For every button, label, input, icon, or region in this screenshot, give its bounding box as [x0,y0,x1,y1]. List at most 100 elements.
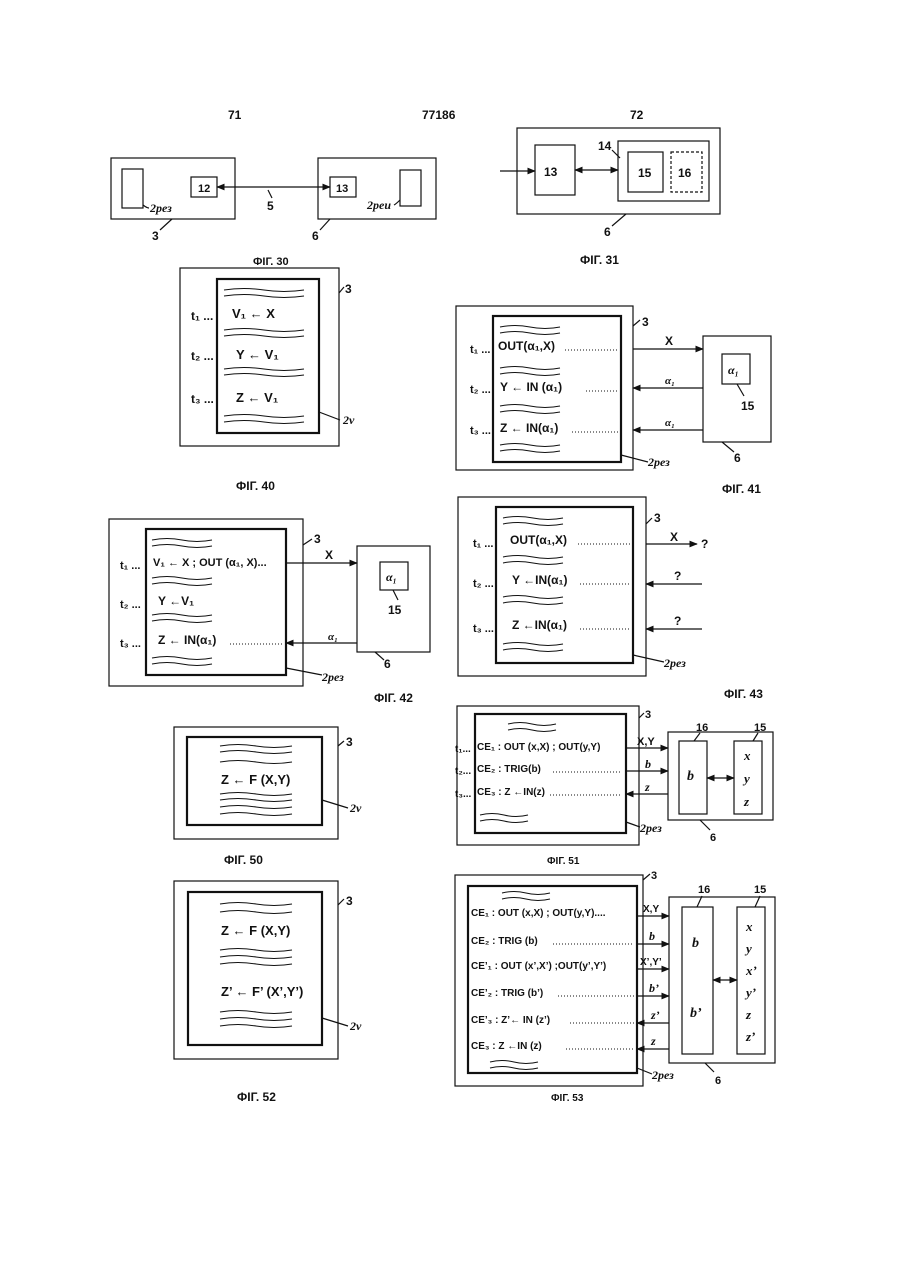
svg-text:13: 13 [336,183,348,195]
svg-text:3: 3 [645,709,651,721]
svg-text:16: 16 [698,884,710,896]
svg-text:t₁ ...: t₁ ... [191,309,213,323]
fig-40: t₁ ... V₁ ← X t₂ ... Y ← V₁ t₃ ... Z ← V… [180,268,355,493]
svg-text:α₁: α₁ [665,417,675,429]
svg-text:y’: y’ [744,985,756,1000]
svg-text:t₃ ...: t₃ ... [191,392,214,406]
svg-text:CE’₁ : OUT (x’,X’) ;OUT(y’,Y’): CE’₁ : OUT (x’,X’) ;OUT(y’,Y’) [471,961,606,972]
svg-text:X: X [670,530,678,544]
svg-text:3: 3 [152,229,159,243]
fig-52: Z ← F (X,Y) Z’ ← F’ (X’,Y’) 3 2v ФІГ. 52 [174,881,362,1104]
svg-text:16: 16 [696,722,708,734]
svg-text:?: ? [674,569,681,583]
svg-text:X: X [665,334,673,348]
svg-text:z: z [745,1007,752,1022]
svg-text:CE₃ : Z ←IN (z): CE₃ : Z ←IN (z) [471,1041,542,1052]
svg-text:t₂ ...: t₂ ... [473,578,494,590]
svg-text:CE₁ : OUT (x,X) ; OUT(y,Y)....: CE₁ : OUT (x,X) ; OUT(y,Y).... [471,908,606,919]
patent-number: 77186 [422,108,456,122]
svg-text:t₂ ...: t₂ ... [120,599,141,611]
svg-text:X,Y: X,Y [643,904,659,915]
svg-text:2рез: 2рез [321,670,344,684]
svg-text:2рез: 2рез [663,656,686,670]
fig50-caption: ФІГ. 50 [224,853,263,867]
svg-text:2v: 2v [349,801,362,815]
fig-50: Z ← F (X,Y) 3 2v ФІГ. 50 [174,727,362,867]
fig30-handwritten-right: 2реи [366,198,391,212]
svg-text:t₃ ...: t₃ ... [470,425,491,437]
svg-text:b’: b’ [649,981,659,995]
svg-text:5: 5 [267,199,274,213]
fig30-inner-rect-left [122,169,143,208]
svg-text:t₁ ...: t₁ ... [473,538,493,550]
svg-text:?: ? [701,537,708,551]
svg-text:t₃ ...: t₃ ... [473,623,494,635]
svg-text:V₁ ← X: V₁ ← X [232,306,275,321]
svg-text:z: z [644,780,650,794]
svg-text:15: 15 [388,603,402,617]
svg-text:Z ← IN(α₁): Z ← IN(α₁) [500,421,558,435]
svg-text:Z ←IN(α₁): Z ←IN(α₁) [512,618,567,632]
svg-text:CE₁ : OUT (x,X) ; OUT(y,Y): CE₁ : OUT (x,X) ; OUT(y,Y) [477,742,600,753]
svg-text:z: z [743,794,750,809]
svg-text:12: 12 [198,183,210,195]
svg-text:b’: b’ [690,1006,702,1021]
fig30-handwritten-left: 2рез [149,201,172,215]
fig43-caption: ФІГ. 43 [724,687,763,701]
fig41-box-6 [703,336,771,442]
svg-text:t₃...: t₃... [455,789,472,800]
svg-text:Y ←V₁: Y ←V₁ [158,594,194,608]
svg-text:3: 3 [654,511,661,525]
svg-text:x’: x’ [745,963,757,978]
svg-text:6: 6 [312,229,319,243]
svg-text:15: 15 [741,399,755,413]
svg-text:b: b [649,929,655,943]
fig-42: t₁ ... V₁ ← X ; OUT (α₁, X)... t₂ ... Y … [109,519,430,705]
fig53-caption: ФІГ. 53 [551,1093,584,1104]
svg-text:t₁...: t₁... [455,744,471,755]
svg-text:Z ← V₁: Z ← V₁ [236,390,278,405]
svg-text:14: 14 [598,139,612,153]
svg-text:t₂ ...: t₂ ... [191,349,214,363]
svg-text:Z’ ← F’ (X’,Y’): Z’ ← F’ (X’,Y’) [221,984,303,999]
svg-text:X,Y: X,Y [637,736,655,748]
svg-text:3: 3 [651,870,657,882]
svg-text:3: 3 [345,282,352,296]
svg-text:y: y [744,941,752,956]
right-page-number: 72 [630,108,644,122]
fig52-program-box-2v [188,892,322,1045]
svg-text:16: 16 [678,166,692,180]
svg-text:α₁: α₁ [386,570,397,584]
svg-text:z: z [650,1034,656,1048]
svg-text:CE’₃ : Z’← IN (z’): CE’₃ : Z’← IN (z’) [471,1015,550,1026]
svg-text:α₁: α₁ [665,375,675,387]
svg-text:6: 6 [715,1075,721,1087]
svg-text:Z ← IN(α₁): Z ← IN(α₁) [158,633,216,647]
svg-text:t₁ ...: t₁ ... [470,344,490,356]
fig41-caption: ФІГ. 41 [722,482,761,496]
svg-text:CE₂ : TRIG(b): CE₂ : TRIG(b) [477,764,541,775]
svg-text:3: 3 [346,894,353,908]
fig-30: 12 2рез 13 2реи 5 3 6 ФІГ. 30 [111,158,436,268]
fig31-caption: ФІГ. 31 [580,253,619,267]
fig30-inner-rect-right [400,170,421,206]
fig-41: t₁ ... OUT(α₁,X) t₂ ... Y ← IN (α₁) t₃ .… [456,306,771,496]
svg-text:Y ← IN (α₁): Y ← IN (α₁) [500,380,562,394]
fig-43: t₁ ... OUT(α₁,X) t₂ ... Y ←IN(α₁) t₃ ...… [458,497,763,701]
svg-text:α₁: α₁ [728,363,739,377]
svg-text:CE₂ : TRIG (b): CE₂ : TRIG (b) [471,936,538,947]
svg-text:X’,Y’: X’,Y’ [640,957,662,968]
svg-text:z’: z’ [650,1008,660,1022]
svg-text:15: 15 [638,166,652,180]
svg-text:b: b [692,936,699,951]
fig-31: 13 15 16 14 6 ФІГ. 31 [500,128,720,267]
fig40-caption: ФІГ. 40 [236,479,275,493]
fig53-box-16 [682,907,713,1054]
svg-text:Z ← F (X,Y): Z ← F (X,Y) [221,923,290,938]
svg-text:t₂ ...: t₂ ... [470,384,491,396]
svg-text:CE₃ : Z ←IN(z): CE₃ : Z ←IN(z) [477,787,545,798]
svg-text:6: 6 [384,657,391,671]
svg-text:15: 15 [754,722,766,734]
left-page-number: 71 [228,108,242,122]
svg-text:Z ← F (X,Y): Z ← F (X,Y) [221,772,290,787]
